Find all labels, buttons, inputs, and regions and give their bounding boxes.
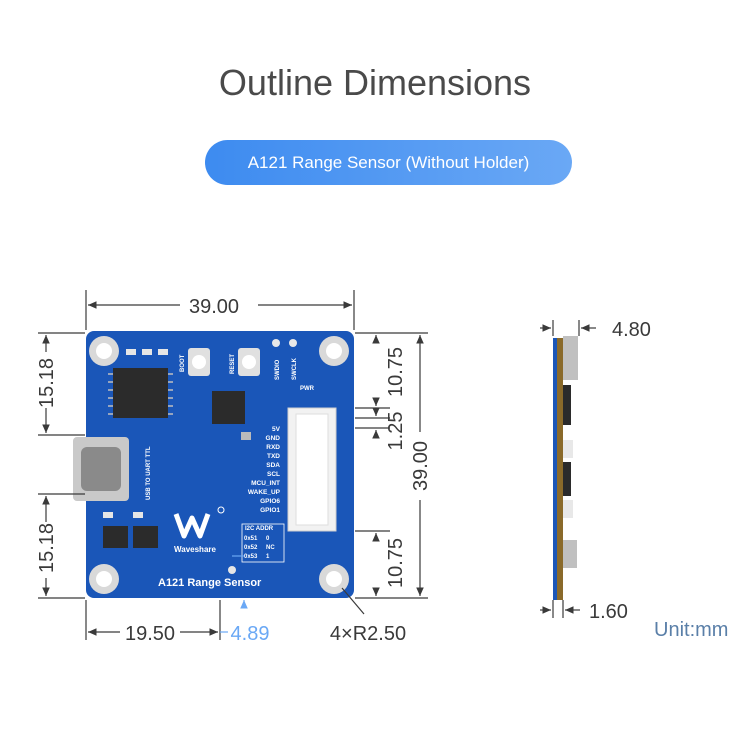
svg-text:SCL: SCL	[267, 471, 280, 478]
dim-left-top: 15.18	[36, 358, 58, 408]
brand-label: Waveshare	[174, 545, 217, 554]
svg-text:GPIO1: GPIO1	[260, 507, 280, 514]
dim-right-top: 10.75	[385, 347, 407, 397]
mcu-chip	[113, 368, 168, 418]
mounting-holes	[89, 336, 349, 594]
dim-right-mid: 1.25	[385, 412, 407, 451]
svg-text:MCU_INT: MCU_INT	[251, 480, 280, 487]
svg-text:NC: NC	[266, 545, 275, 551]
unit-label: Unit:mm	[654, 619, 728, 641]
dim-side-top: 4.80	[612, 319, 651, 341]
swclk-label: SWCLK	[292, 357, 298, 380]
svg-text:5V: 5V	[272, 426, 281, 433]
pcb-side-view	[553, 336, 578, 600]
svg-text:I2C ADDR: I2C ADDR	[245, 526, 274, 532]
pin-labels: 5V GND RXD TXD SDA SCL MCU_INT WAKE_UP G…	[248, 426, 281, 514]
svg-text:1: 1	[266, 554, 270, 560]
svg-text:SDA: SDA	[266, 462, 280, 469]
usb-label: USB TO UART TTL	[146, 446, 152, 500]
svg-text:0x53: 0x53	[244, 554, 258, 560]
boot-label: BOOT	[180, 354, 186, 372]
side-dimension-lines	[540, 320, 596, 618]
sensor-chip	[212, 391, 245, 424]
dim-board-height: 39.00	[410, 441, 432, 491]
variant-badge: A121 Range Sensor (Without Holder)	[205, 140, 572, 185]
dim-side-bottom: 1.60	[589, 601, 628, 623]
dim-board-width: 39.00	[189, 296, 239, 318]
svg-text:GND: GND	[266, 435, 281, 442]
dimension-lines	[38, 290, 428, 640]
dim-holes: 4×R2.50	[330, 623, 406, 645]
pcb-board: BOOT RESET SWDIO SWCLK PWR USB TO UART T…	[73, 331, 354, 598]
product-label: A121 Range Sensor	[158, 577, 262, 589]
svg-text:0x51: 0x51	[244, 536, 258, 542]
dim-right-bottom: 10.75	[385, 538, 407, 588]
waveshare-logo-icon	[173, 506, 225, 539]
svg-text:0: 0	[266, 536, 270, 542]
svg-text:TXD: TXD	[267, 453, 280, 460]
swdio-label: SWDIO	[275, 359, 281, 380]
svg-text:RXD: RXD	[266, 444, 280, 451]
reset-label: RESET	[230, 354, 236, 374]
svg-text:GPIO6: GPIO6	[260, 498, 280, 505]
pwr-label: PWR	[300, 386, 315, 392]
offset-marker	[220, 555, 248, 633]
page-title: Outline Dimensions	[218, 62, 532, 103]
dim-bottom-offset: 4.89	[231, 623, 270, 645]
dim-left-bottom: 15.18	[36, 523, 58, 573]
svg-text:0x52: 0x52	[244, 545, 258, 551]
dim-bottom-left: 19.50	[125, 623, 175, 645]
i2c-address-table: I2C ADDR 0x51 0 0x52 NC 0x53 1	[241, 523, 285, 563]
svg-text:WAKE_UP: WAKE_UP	[248, 489, 281, 496]
